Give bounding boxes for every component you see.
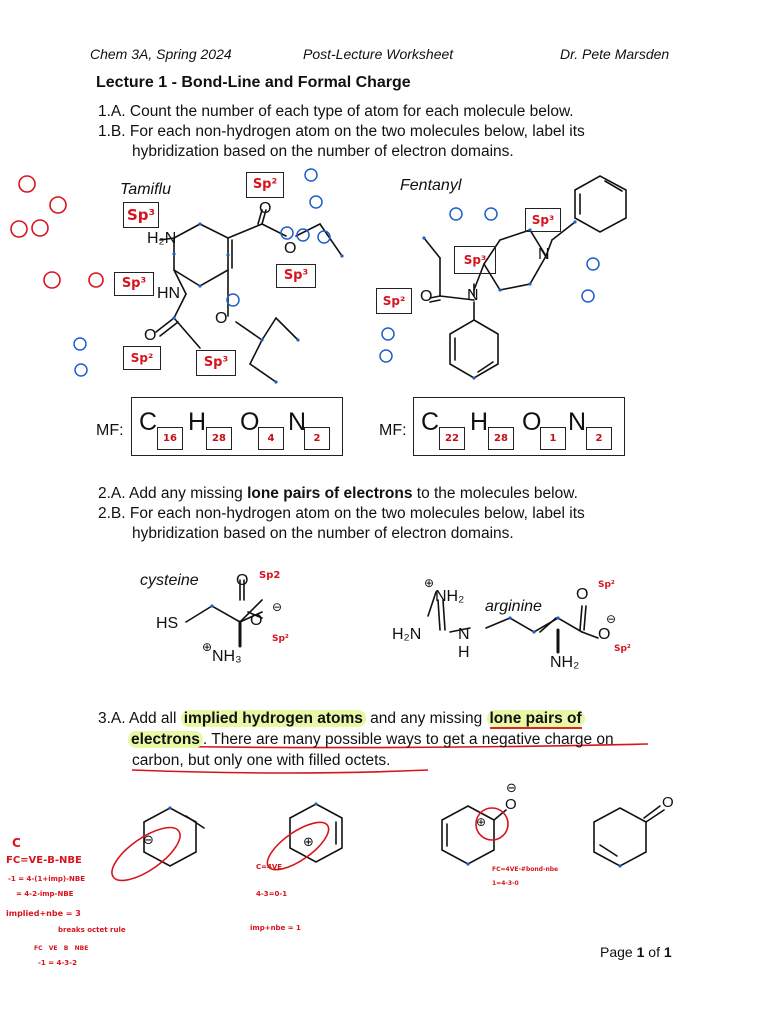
question-2a: 2.A. Add any missing lone pairs of elect… xyxy=(98,485,578,502)
arginine-name: arginine xyxy=(485,598,542,615)
cysteine-o-side: O xyxy=(250,612,263,629)
mf-fentanyl-c: C xyxy=(421,408,440,436)
tamiflu-sp2-amide-label: Sp² xyxy=(123,346,161,370)
mf-fentanyl-o-count: 1 xyxy=(540,427,566,450)
mf-tamiflu-o-count: 4 xyxy=(258,427,284,450)
tamiflu-sp3-label: Sp³ xyxy=(123,202,159,228)
mf-label-tamiflu: MF: xyxy=(96,422,124,439)
tamiflu-atom-o-top: O xyxy=(259,200,272,217)
arginine-nh2-top: NH₂ xyxy=(435,588,465,605)
note-implied: implied+nbe = 3 xyxy=(6,909,81,918)
question-1b: 1.B. For each non-hydrogen atom on the t… xyxy=(98,123,585,140)
mf-tamiflu-o: O xyxy=(240,408,260,436)
cysteine-o-top: O xyxy=(236,572,249,589)
note-breaks: breaks octet rule xyxy=(58,926,126,934)
arginine-o-top: O xyxy=(576,586,589,603)
arginine-o-side: O xyxy=(598,626,611,643)
mf-tamiflu-c: C xyxy=(139,408,158,436)
mf-fentanyl-n: N xyxy=(568,408,587,436)
fentanyl-atom-n-ring: N xyxy=(538,246,550,263)
mf-tamiflu-h-count: 28 xyxy=(206,427,232,450)
note-calc2: = 4-2-imp-NBE xyxy=(16,890,74,898)
tamiflu-atom-o-ether: O xyxy=(215,310,228,327)
note-calc1: -1 = 4-(1+imp)-NBE xyxy=(8,875,86,883)
mf-fentanyl-n-count: 2 xyxy=(586,427,612,450)
arginine-plus-icon: ⊕ xyxy=(424,576,435,590)
cysteine-sp2-top: Sp2 xyxy=(259,570,281,581)
tamiflu-name: Tamiflu xyxy=(120,181,171,198)
cysteine-nh3: NH₃ xyxy=(212,648,242,665)
tamiflu-atom-o-ester: O xyxy=(284,240,297,257)
fentanyl-atom-o: O xyxy=(420,288,433,305)
ring4-oxygen: O xyxy=(662,794,674,811)
cysteine-minus-icon: ⊖ xyxy=(272,600,283,614)
mf-label-fentanyl: MF: xyxy=(379,422,407,439)
mf-box-tamiflu xyxy=(131,397,343,456)
note-eq411: 4-3=0-1 xyxy=(256,890,288,898)
note-fc-right: FC=4VE-#bond-nbe xyxy=(492,866,559,873)
mf-tamiflu-c-count: 16 xyxy=(157,427,183,450)
tamiflu-sp2-label: Sp² xyxy=(246,172,284,198)
ring3-oxygen: O xyxy=(505,796,517,813)
cysteine-sp2-bottom: Sp² xyxy=(272,634,289,644)
tamiflu-sp3-ether-label: Sp³ xyxy=(196,350,236,376)
mf-tamiflu-n-count: 2 xyxy=(304,427,330,450)
mf-fentanyl-h-count: 28 xyxy=(488,427,514,450)
arginine-sp2-bottom: Sp² xyxy=(614,644,631,654)
tamiflu-atom-h2n: H₂N xyxy=(147,230,177,247)
arginine-sp2-top: Sp² xyxy=(598,580,615,590)
fentanyl-sp3-amide-label: Sp³ xyxy=(454,246,496,274)
question-2b-cont: hybridization based on the number of ele… xyxy=(132,525,514,542)
mf-tamiflu-n: N xyxy=(288,408,307,436)
note-fc-right2: 1=4-3-0 xyxy=(492,880,519,887)
ring3-negative-charge-icon: ⊖ xyxy=(506,780,517,795)
cysteine-hs: HS xyxy=(156,615,179,632)
note-c4ve: C=4VE xyxy=(256,863,283,871)
mf-fentanyl-h: H xyxy=(470,408,489,436)
note-c: C xyxy=(12,836,21,850)
arginine-nh2-bottom: NH₂ xyxy=(550,654,580,671)
fentanyl-sp2-label: Sp² xyxy=(376,288,412,314)
ring2-positive-charge-icon: ⊕ xyxy=(303,834,314,849)
question-1b-cont: hybridization based on the number of ele… xyxy=(132,143,514,160)
mf-fentanyl-o: O xyxy=(522,408,542,436)
worksheet-title: Post-Lecture Worksheet xyxy=(303,46,454,62)
note-calc3: -1 = 4-3-2 xyxy=(38,959,77,967)
page-number: Page 1 of 1 xyxy=(600,944,672,960)
tamiflu-atom-o-amide: O xyxy=(144,327,157,344)
mf-tamiflu-h: H xyxy=(188,408,207,436)
tamiflu-sp3-ester-label: Sp³ xyxy=(276,264,316,288)
course-title: Chem 3A, Spring 2024 xyxy=(90,46,232,62)
question-2b: 2.B. For each non-hydrogen atom on the t… xyxy=(98,505,585,522)
fentanyl-atom-n-amide: N xyxy=(467,287,479,304)
mf-box-fentanyl xyxy=(413,397,625,456)
tamiflu-sp3-hn-label: Sp³ xyxy=(114,272,154,296)
question-3a-cont2: carbon, but only one with filled octets. xyxy=(132,752,391,769)
tamiflu-atom-hn: HN xyxy=(157,285,181,302)
note-fc-formula: FC=VE-B-NBE xyxy=(6,855,82,866)
mf-fentanyl-c-count: 22 xyxy=(439,427,465,450)
question-3a: 3.A. Add all implied hydrogen atoms and … xyxy=(98,709,585,729)
fentanyl-sp3-ring-label: Sp³ xyxy=(525,208,561,232)
note-fc-row: FC VE B NBE xyxy=(34,945,89,952)
ring3-positive-charge-icon: ⊕ xyxy=(476,815,487,829)
arginine-h2n: H₂N xyxy=(392,626,422,643)
arginine-h: H xyxy=(458,644,470,661)
arginine-minus-icon: ⊖ xyxy=(606,612,617,626)
cysteine-plus-icon: ⊕ xyxy=(202,640,213,654)
note-impnbe: imp+nbe = 1 xyxy=(250,924,301,932)
arginine-n: N xyxy=(458,626,470,643)
question-3a-cont: electrons. There are many possible ways … xyxy=(128,730,614,749)
fentanyl-name: Fentanyl xyxy=(400,177,462,194)
question-1a: 1.A. Count the number of each type of at… xyxy=(98,103,574,120)
lecture-title: Lecture 1 - Bond-Line and Formal Charge xyxy=(96,74,411,91)
cysteine-name: cysteine xyxy=(140,572,199,589)
ring1-negative-charge-icon: ⊖ xyxy=(143,832,154,847)
instructor-name: Dr. Pete Marsden xyxy=(560,46,670,62)
